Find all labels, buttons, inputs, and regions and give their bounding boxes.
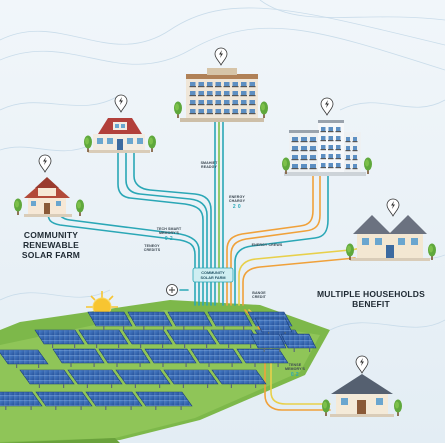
solar-panel: [115, 369, 171, 385]
solar-panel: [144, 348, 197, 364]
hub-sign: [192, 267, 234, 283]
solar-panel: [52, 348, 105, 364]
tree-icon: [14, 101, 436, 416]
solar-panel: [127, 311, 173, 327]
lightning-pin-icon: [38, 154, 52, 173]
hub-label: COMMUNITY SOLAR FARM: [200, 271, 226, 280]
line-tag: TECH SMART MEMORY'S: [156, 227, 182, 236]
solar-panel: [254, 317, 293, 333]
solar-panel: [122, 329, 173, 345]
solar-panel: [85, 391, 143, 407]
line-tag: ENERGY CHARGY: [228, 195, 246, 204]
line-tag: BANGE CREDIT: [252, 291, 266, 300]
house-red-roof: [88, 118, 150, 153]
solar-panel: [207, 311, 253, 327]
solar-panel: [0, 391, 43, 407]
solar-panel: [250, 333, 287, 349]
solar-panel: [236, 348, 289, 364]
solar-panel: [0, 349, 49, 365]
left-title: COMMUNITY RENEWABLE SOLAR FARM: [21, 230, 81, 261]
plus-icon: [166, 284, 178, 296]
solar-panel: [35, 391, 93, 407]
lightning-pin-icon: [386, 198, 400, 217]
solar-panel-array: [0, 311, 317, 410]
house-right-middle: [350, 215, 430, 261]
solar-panel: [19, 369, 75, 385]
apartment-building-right: [284, 120, 366, 176]
solar-panel: [34, 329, 85, 345]
solar-panel: [210, 329, 261, 345]
solar-panel: [67, 369, 123, 385]
house-left: [24, 177, 72, 217]
line-tag: SMAHIET READGY: [200, 161, 218, 170]
solar-panel: [135, 391, 193, 407]
solar-panel: [280, 333, 317, 349]
solar-panel: [78, 329, 129, 345]
solar-panel: [190, 348, 243, 364]
lightning-pin-icon: [320, 97, 334, 116]
line-tag-value: 0 2: [164, 236, 174, 242]
line-tag-value: 0 2: [290, 372, 300, 378]
solar-panel: [163, 369, 219, 385]
lightning-pin-icon: [114, 94, 128, 113]
line-tag-value: 2 0: [232, 204, 242, 210]
solar-panel: [167, 311, 213, 327]
line-tag: TENSE MEMORY'S: [284, 363, 306, 372]
solar-panel: [98, 348, 151, 364]
solar-panel: [211, 369, 267, 385]
line-tag: ENERGY CREWS: [251, 243, 283, 247]
house-bottom-right: [330, 374, 394, 417]
right-title: MULTIPLE HOUSEHOLDS BENEFIT: [316, 289, 425, 310]
solar-panel: [87, 311, 133, 327]
line-tag: TENEGY CREDITS: [143, 244, 161, 253]
lightning-pin-icon: [355, 355, 369, 374]
lightning-pin-icon: [214, 47, 228, 66]
solar-panel: [166, 329, 217, 345]
apartment-building-top: [180, 68, 264, 122]
